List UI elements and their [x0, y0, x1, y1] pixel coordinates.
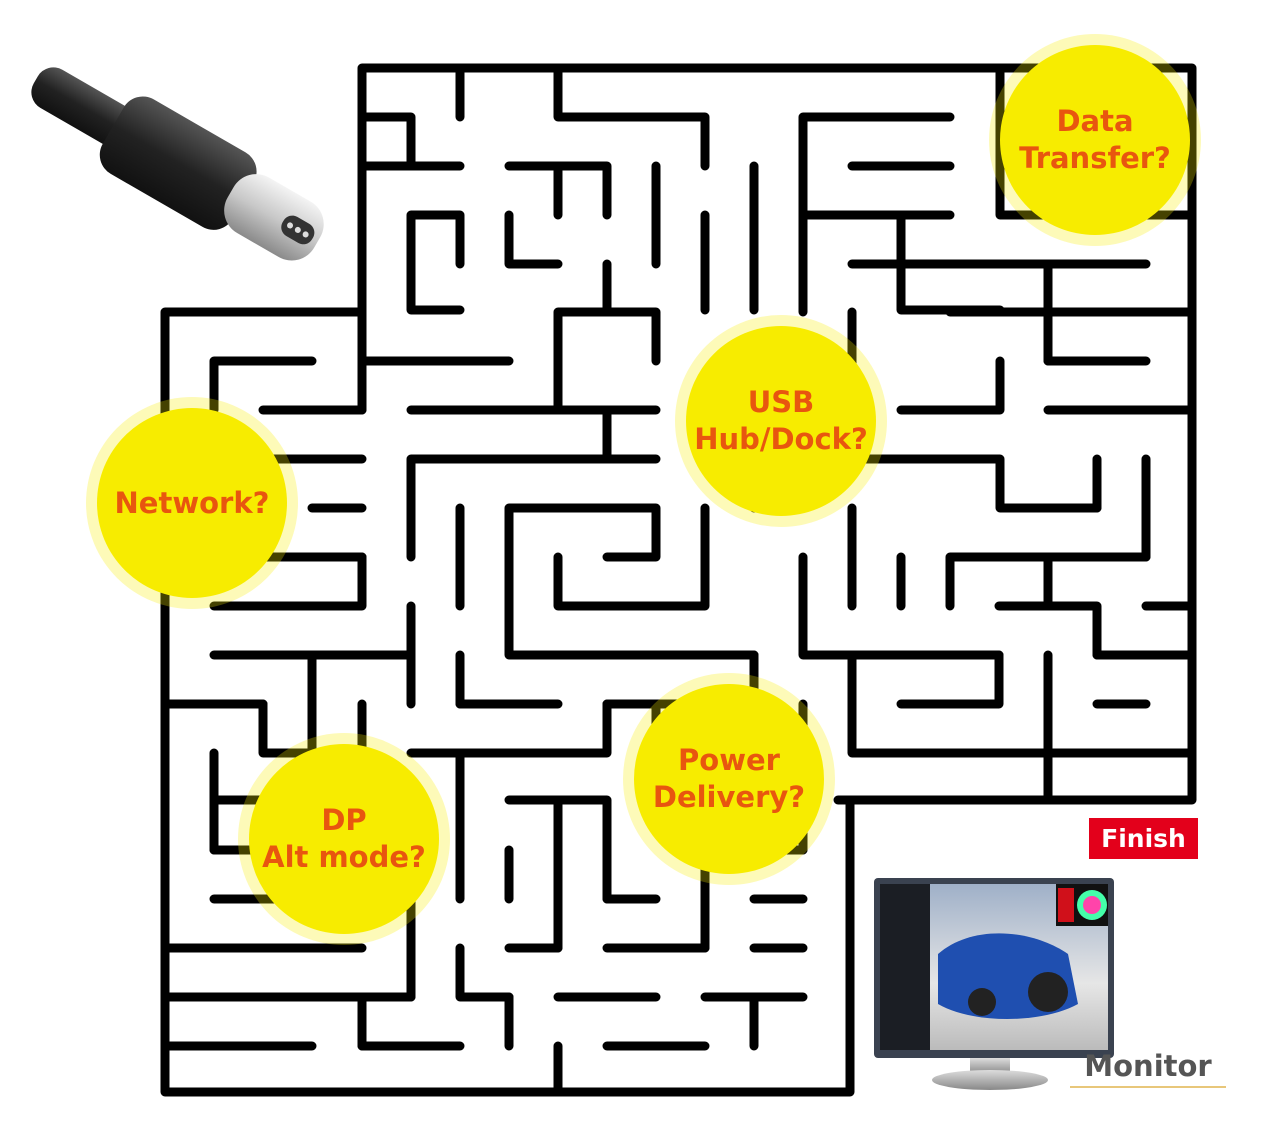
bubble-network: Network?: [97, 408, 287, 598]
bubble-line: Delivery?: [652, 780, 806, 814]
bubble-line: USB: [747, 385, 815, 419]
bubble-line: Power: [678, 743, 780, 777]
bubble-line: Data: [1056, 104, 1134, 138]
usb-c-plug-icon: [31, 67, 324, 261]
monitor-icon: [874, 878, 1114, 1090]
bubble-line: Transfer?: [1019, 141, 1171, 175]
bubble-line: DP: [321, 803, 367, 837]
bubble-line: Hub/Dock?: [694, 422, 868, 456]
monitor-label: Monitor: [1070, 1046, 1226, 1088]
bubble-line: Alt mode?: [262, 840, 426, 874]
finish-label: Finish: [1089, 818, 1198, 859]
bubble-line: Network?: [114, 485, 270, 520]
